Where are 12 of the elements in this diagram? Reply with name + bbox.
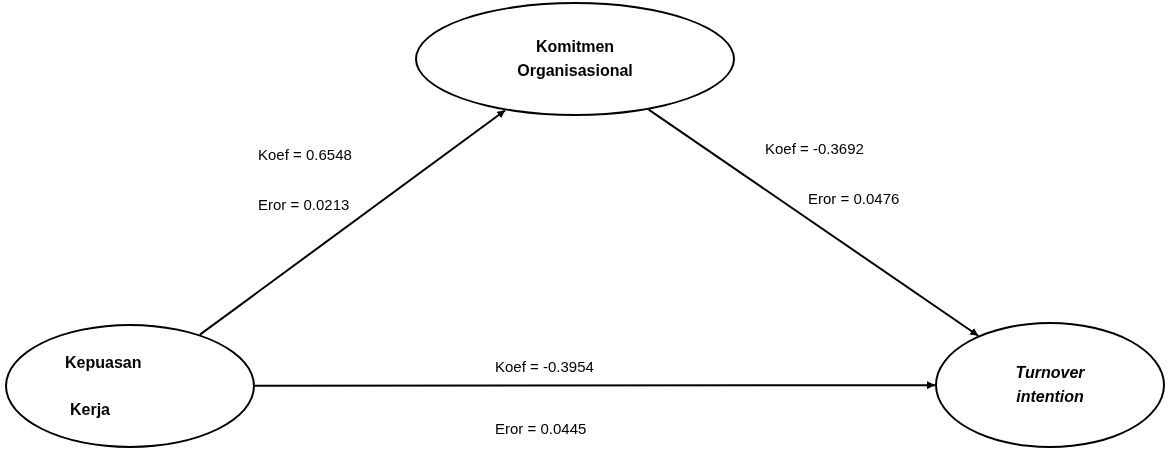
coefficient-label: Koef = -0.3692 bbox=[765, 139, 864, 159]
arrow bbox=[254, 381, 936, 390]
coefficient-label: Koef = 0.6548 bbox=[258, 145, 352, 165]
coefficient-label: Eror = 0.0445 bbox=[495, 419, 587, 439]
arrow bbox=[647, 108, 980, 337]
coefficient-label: Koef = -0.3954 bbox=[495, 357, 594, 377]
arrow bbox=[198, 109, 507, 336]
node-label: Komitmen Organisasional bbox=[516, 37, 634, 81]
coefficient-label: Eror = 0.0213 bbox=[258, 195, 350, 215]
node-label: Kepuasan Kerja bbox=[65, 353, 143, 420]
coefficient-label: Eror = 0.0476 bbox=[808, 189, 900, 209]
node-label: Turnover intention bbox=[1014, 363, 1086, 407]
